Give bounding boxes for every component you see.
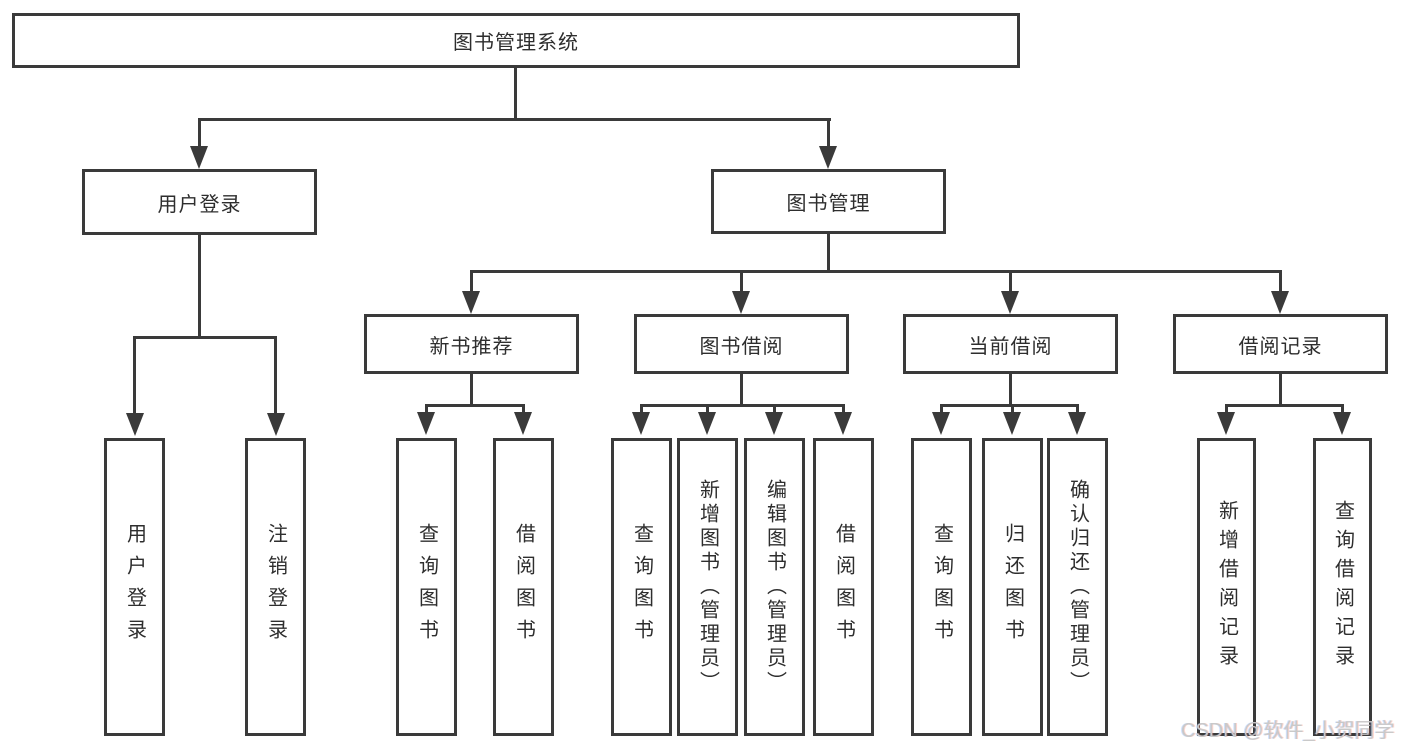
- arrowhead-user-login: [190, 146, 208, 169]
- leaf-query-borrow-record: 查询借阅记录: [1313, 438, 1372, 736]
- connector-book-borrow-drop: [740, 374, 743, 407]
- leaf-borrow-books: 借阅图书: [813, 438, 874, 736]
- arrowhead-g4-3: [1068, 412, 1086, 435]
- connector-stem-g3-3: [773, 404, 776, 414]
- connector-stem-g3-1: [640, 404, 643, 414]
- connector-new-book-split: [425, 404, 525, 407]
- connector-user-login-split: [133, 336, 277, 339]
- node-current-borrowing: 当前借阅: [903, 314, 1118, 374]
- node-book-borrowing: 图书借阅: [634, 314, 849, 374]
- node-user-login: 用户登录: [82, 169, 317, 235]
- arrowhead-g3-1: [632, 412, 650, 435]
- connector-stem-g4-3: [1076, 404, 1079, 414]
- connector-root-drop: [514, 68, 517, 120]
- arrowhead-g3-4: [834, 412, 852, 435]
- connector-new-book-drop: [470, 374, 473, 407]
- connector-stem-g4-1: [940, 404, 943, 414]
- connector-stem-leaf-logout: [274, 336, 277, 414]
- csdn-watermark: CSDN @软件_小贺同学: [1181, 720, 1395, 742]
- connector-stem-new-book: [470, 270, 473, 293]
- connector-book-management-drop: [827, 234, 830, 272]
- arrowhead-current-borrow: [1001, 291, 1019, 314]
- connector-book-borrow-split: [640, 404, 845, 407]
- arrowhead-g5-2: [1333, 412, 1351, 435]
- arrowhead-new-book: [462, 291, 480, 314]
- arrowhead-g3-3: [765, 412, 783, 435]
- connector-stem-g5-1: [1225, 404, 1228, 414]
- leaf-query-books-current: 查询图书: [911, 438, 972, 736]
- connector-stem-g2-2: [522, 404, 525, 414]
- connector-stem-borrow-records: [1279, 270, 1282, 293]
- connector-stem-leaf-login: [133, 336, 136, 414]
- arrowhead-g2-1: [417, 412, 435, 435]
- arrowhead-g2-2: [514, 412, 532, 435]
- connector-borrow-records-split: [1225, 404, 1344, 407]
- connector-stem-g4-2: [1011, 404, 1014, 414]
- connector-current-borrow-split: [940, 404, 1079, 407]
- connector-stem-g2-1: [425, 404, 428, 414]
- leaf-add-books-admin: 新增图书（管理员）: [677, 438, 738, 736]
- arrowhead-leaf-logout: [267, 413, 285, 436]
- connector-stem-current-borrow: [1009, 270, 1012, 293]
- arrowhead-leaf-login: [126, 413, 144, 436]
- leaf-edit-books-admin: 编辑图书（管理员）: [744, 438, 805, 736]
- arrowhead-borrow-records: [1271, 291, 1289, 314]
- leaf-user-login: 用户登录: [104, 438, 165, 736]
- leaf-query-books-recommend: 查询图书: [396, 438, 457, 736]
- connector-current-borrow-drop: [1009, 374, 1012, 407]
- connector-stem-book-borrow: [740, 270, 743, 293]
- connector-user-login-drop: [198, 235, 201, 338]
- arrowhead-g4-2: [1003, 412, 1021, 435]
- arrowhead-g4-1: [932, 412, 950, 435]
- connector-level3-split: [470, 270, 1281, 273]
- node-new-book-recommend: 新书推荐: [364, 314, 579, 374]
- connector-stem-g3-4: [842, 404, 845, 414]
- arrowhead-g5-1: [1217, 412, 1235, 435]
- connector-stem-user-login: [198, 118, 201, 148]
- leaf-logout: 注销登录: [245, 438, 306, 736]
- connector-stem-book-management: [827, 118, 830, 148]
- arrowhead-book-management: [819, 146, 837, 169]
- leaf-borrow-books-recommend: 借阅图书: [493, 438, 554, 736]
- node-library-system: 图书管理系统: [12, 13, 1020, 68]
- node-borrowing-records: 借阅记录: [1173, 314, 1388, 374]
- arrowhead-g3-2: [698, 412, 716, 435]
- leaf-return-books: 归还图书: [982, 438, 1043, 736]
- leaf-add-borrow-record: 新增借阅记录: [1197, 438, 1256, 736]
- connector-stem-g3-2: [706, 404, 709, 414]
- connector-stem-g5-2: [1341, 404, 1344, 414]
- arrowhead-book-borrow: [732, 291, 750, 314]
- leaf-confirm-return-admin: 确认归还（管理员）: [1047, 438, 1108, 736]
- node-book-management: 图书管理: [711, 169, 946, 234]
- connector-root-split: [198, 118, 831, 121]
- leaf-query-books-borrowing: 查询图书: [611, 438, 672, 736]
- connector-borrow-records-drop: [1279, 374, 1282, 407]
